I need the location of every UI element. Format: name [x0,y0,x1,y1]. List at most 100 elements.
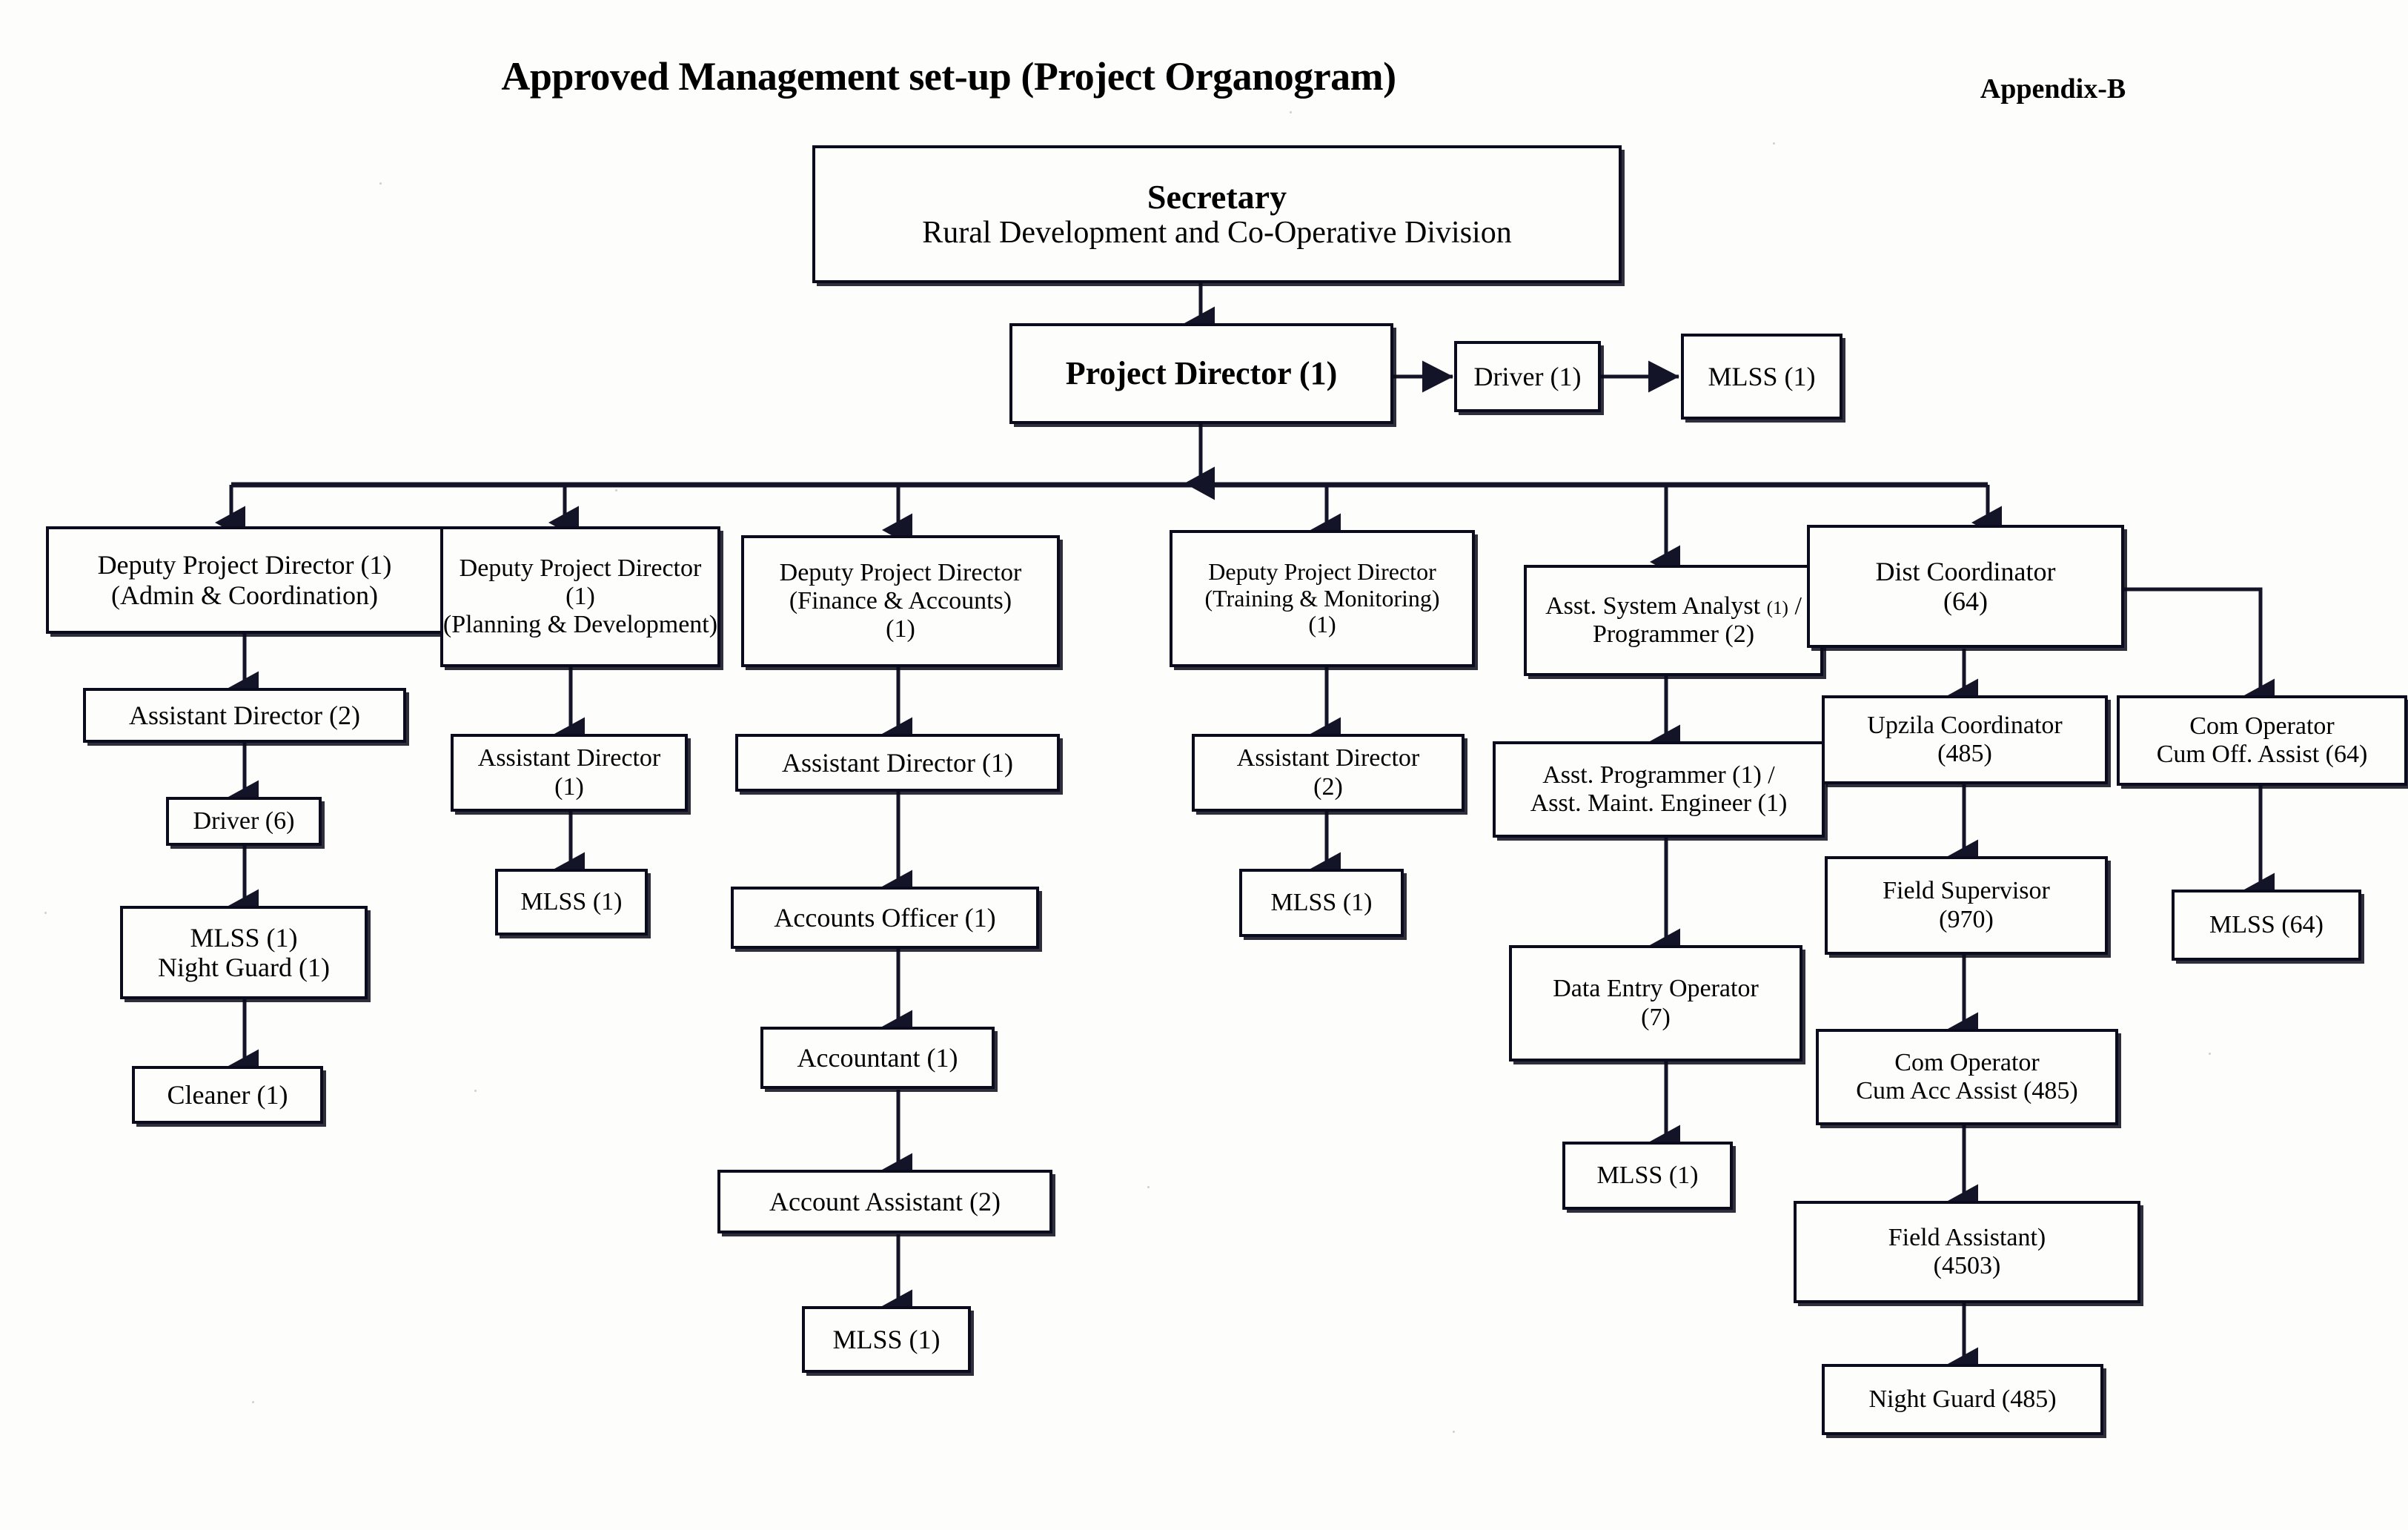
node-dpd-finance-line1: Deputy Project Director [779,558,1022,586]
node-system-analyst-line1-slash: / [1788,592,1802,620]
node-dpd-planning-line1: Deputy Project Director [459,554,702,582]
node-finance-mlss-line1: MLSS (1) [832,1324,941,1354]
node-secretary-line2: Rural Development and Co-Operative Divis… [922,216,1512,251]
node-training-mlss[interactable]: MLSS (1) [1239,869,1404,937]
node-system-analyst[interactable]: Asst. System Analyst (1) / Programmer (2… [1524,565,1823,676]
node-pd-driver-line1: Driver (1) [1473,361,1582,391]
node-system-analyst-line1: Asst. System Analyst (1) / [1545,592,1802,620]
node-system-analyst-line2: Programmer (2) [1592,620,1755,648]
scan-speckle [1147,1186,1150,1188]
node-dpd-planning-line3: (Planning & Development) [442,611,718,639]
appendix-label: Appendix-B [1980,73,2126,105]
node-dpd-admin-line1: Deputy Project Director (1) [97,550,392,580]
node-secretary[interactable]: Secretary Rural Development and Co-Opera… [812,145,1622,283]
node-com-operator-acc-line2: Cum Acc Assist (485) [1856,1077,2078,1105]
node-field-assistant[interactable]: Field Assistant) (4503) [1794,1201,2140,1303]
scan-speckle [1453,1431,1455,1433]
node-admin-mlss-nightguard[interactable]: MLSS (1) Night Guard (1) [120,906,368,999]
node-dpd-admin[interactable]: Deputy Project Director (1) (Admin & Coo… [46,526,443,634]
node-com-operator-acc-line1: Com Operator [1894,1048,2040,1076]
node-system-analyst-line1-count: (1) [1766,597,1788,618]
node-dpd-training-line3: (1) [1308,611,1336,638]
node-field-supervisor-line2: (970) [1939,905,1994,933]
node-planning-assistant-director[interactable]: Assistant Director (1) [451,734,688,812]
scan-speckle [1773,142,1775,145]
node-pd-mlss-line1: MLSS (1) [1708,361,1816,391]
scan-speckle [379,182,382,185]
node-admin-cleaner-line1: Cleaner (1) [167,1079,288,1110]
node-training-assistant-director-line2: (2) [1313,772,1343,801]
node-com-operator-acc[interactable]: Com Operator Cum Acc Assist (485) [1816,1029,2118,1125]
scan-speckle [252,1401,254,1403]
node-secretary-line1: Secretary [1147,177,1287,216]
node-field-assistant-line2: (4503) [1933,1252,2001,1279]
node-accounts-officer-line1: Accounts Officer (1) [774,902,996,933]
node-admin-driver-line1: Driver (6) [193,807,295,835]
page-title: Approved Management set-up (Project Orga… [501,54,1396,99]
scan-speckle [44,912,47,914]
node-training-mlss-line1: MLSS (1) [1270,888,1373,916]
node-data-entry-operator[interactable]: Data Entry Operator (7) [1509,945,1802,1062]
node-it-mlss-line1: MLSS (1) [1596,1161,1699,1189]
node-upzila-coordinator[interactable]: Upzila Coordinator (485) [1822,695,2108,784]
node-dist-coordinator-line1: Dist Coordinator [1875,556,2056,586]
node-finance-assistant-director-line1: Assistant Director (1) [782,747,1013,778]
node-dist-coordinator[interactable]: Dist Coordinator (64) [1807,525,2124,648]
node-project-director-line1: Project Director (1) [1065,355,1338,392]
node-admin-driver[interactable]: Driver (6) [166,797,322,846]
node-com-operator-off-line2: Cum Off. Assist (64) [2156,741,2368,768]
node-accounts-officer[interactable]: Accounts Officer (1) [731,887,1039,949]
node-admin-cleaner[interactable]: Cleaner (1) [132,1066,323,1124]
node-dpd-training[interactable]: Deputy Project Director (Training & Moni… [1170,530,1475,667]
node-planning-assistant-director-line2: (1) [554,772,584,801]
node-project-director[interactable]: Project Director (1) [1009,323,1393,424]
node-dpd-finance[interactable]: Deputy Project Director (Finance & Accou… [741,535,1060,667]
node-admin-assistant-director[interactable]: Assistant Director (2) [83,688,406,743]
node-dist-coordinator-line2: (64) [1943,586,1988,616]
scan-speckle [615,489,617,491]
node-finance-mlss[interactable]: MLSS (1) [802,1306,971,1373]
node-account-assistant-line1: Account Assistant (2) [769,1186,1001,1216]
node-data-entry-operator-line1: Data Entry Operator [1553,975,1759,1003]
node-pd-mlss[interactable]: MLSS (1) [1681,334,1843,420]
node-planning-mlss[interactable]: MLSS (1) [495,869,648,935]
node-training-assistant-director-line1: Assistant Director [1236,744,1420,772]
node-dpd-planning-line2: (1) [565,582,595,610]
scan-speckle [2209,1053,2211,1055]
node-dpd-admin-line2: (Admin & Coordination) [111,580,378,610]
node-finance-assistant-director[interactable]: Assistant Director (1) [735,734,1060,792]
node-admin-assistant-director-line1: Assistant Director (2) [129,700,360,730]
node-admin-mlss-nightguard-line2: Night Guard (1) [158,953,330,982]
node-night-guard[interactable]: Night Guard (485) [1822,1364,2103,1435]
node-asst-programmer-line1: Asst. Programmer (1) / [1542,761,1775,789]
node-field-supervisor[interactable]: Field Supervisor (970) [1825,856,2108,955]
node-com-operator-off[interactable]: Com Operator Cum Off. Assist (64) [2117,695,2407,786]
node-field-supervisor-line1: Field Supervisor [1883,877,2050,905]
node-planning-mlss-line1: MLSS (1) [520,887,623,915]
node-dpd-finance-line3: (1) [886,615,915,643]
node-training-assistant-director[interactable]: Assistant Director (2) [1192,734,1465,812]
node-pd-driver[interactable]: Driver (1) [1454,341,1601,412]
node-admin-mlss-nightguard-line1: MLSS (1) [190,922,298,953]
node-dpd-training-line2: (Training & Monitoring) [1204,584,1440,612]
node-data-entry-operator-line2: (7) [1641,1003,1671,1031]
node-night-guard-line1: Night Guard (485) [1868,1385,2057,1413]
node-dpd-planning[interactable]: Deputy Project Director (1) (Planning & … [440,526,720,667]
node-it-mlss[interactable]: MLSS (1) [1562,1142,1733,1210]
node-asst-programmer[interactable]: Asst. Programmer (1) / Asst. Maint. Engi… [1493,741,1825,838]
node-accountant[interactable]: Accountant (1) [760,1027,995,1089]
scan-speckle [474,1090,477,1092]
node-upzila-coordinator-line1: Upzila Coordinator [1867,711,2063,739]
node-field-assistant-line1: Field Assistant) [1888,1223,2046,1251]
node-com-operator-off-line1: Com Operator [2189,712,2335,740]
node-accountant-line1: Accountant (1) [797,1042,958,1073]
node-off-mlss[interactable]: MLSS (64) [2172,890,2361,961]
node-account-assistant[interactable]: Account Assistant (2) [717,1170,1052,1233]
node-planning-assistant-director-line1: Assistant Director [477,744,661,772]
node-dpd-finance-line2: (Finance & Accounts) [789,586,1012,615]
node-off-mlss-line1: MLSS (64) [2209,910,2324,938]
scan-speckle [1290,111,1292,113]
node-asst-programmer-line2: Asst. Maint. Engineer (1) [1530,789,1788,817]
node-dpd-training-line1: Deputy Project Director [1208,557,1436,585]
